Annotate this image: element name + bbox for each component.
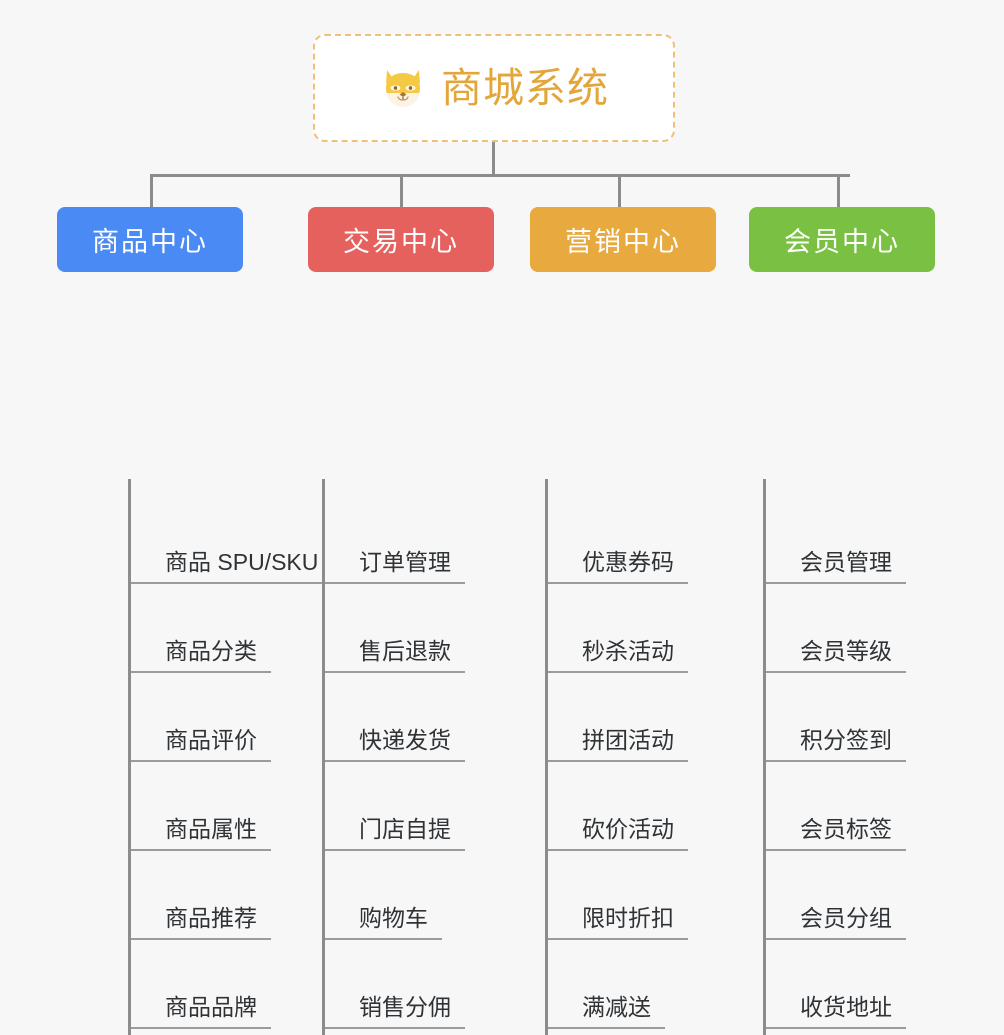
leaf-label: 砍价活动 <box>548 816 688 851</box>
leaf-label: 商品品牌 <box>131 994 271 1029</box>
leaf-label: 售后退款 <box>325 638 465 673</box>
category-header-label: 商品中心 <box>92 227 208 257</box>
branch-drop-connector-2 <box>400 174 403 207</box>
root-title: 商城系统 <box>441 64 609 111</box>
header-stem-connector <box>322 479 325 501</box>
list-item[interactable]: 商品评价 <box>131 679 332 768</box>
list-item[interactable]: 商品品牌 <box>131 946 332 1035</box>
list-item[interactable]: 会员分组 <box>766 857 906 946</box>
list-item[interactable]: 拼团活动 <box>548 679 688 768</box>
branch-member-center: 会员中心 会员管理 会员等级 积分签到 会员标签 会员分组 收货地址 <box>749 207 971 1035</box>
leaf-label: 商品 SPU/SKU <box>131 549 333 584</box>
branch-drop-connector-3 <box>618 174 621 207</box>
mindmap-diagram: 商城系统 商品中心 商品 SPU/SKU 商品分类 商品评价 商品属性 商品推荐… <box>57 34 971 1035</box>
list-item[interactable]: 优惠券码 <box>548 501 688 590</box>
branch-drop-connector-4 <box>837 174 840 207</box>
list-item[interactable]: 商品分类 <box>131 590 332 679</box>
leaf-label: 会员等级 <box>766 638 906 673</box>
header-stem-connector <box>545 479 548 501</box>
list-item[interactable]: 门店自提 <box>325 768 465 857</box>
root-node[interactable]: 商城系统 <box>313 34 675 142</box>
leaf-label: 拼团活动 <box>548 727 688 762</box>
list-item[interactable]: 购物车 <box>325 857 465 946</box>
leaf-label: 限时折扣 <box>548 905 688 940</box>
leaf-label: 快递发货 <box>325 727 465 762</box>
list-item[interactable]: 销售分佣 <box>325 946 465 1035</box>
leaf-list-member-center: 会员管理 会员等级 积分签到 会员标签 会员分组 收货地址 <box>763 501 906 1035</box>
list-item[interactable]: 限时折扣 <box>548 857 688 946</box>
category-header-label: 交易中心 <box>343 227 459 257</box>
leaf-label: 会员标签 <box>766 816 906 851</box>
leaf-list-product-center: 商品 SPU/SKU 商品分类 商品评价 商品属性 商品推荐 商品品牌 <box>128 501 333 1035</box>
list-item[interactable]: 商品属性 <box>131 768 332 857</box>
leaf-label: 门店自提 <box>325 816 465 851</box>
leaf-label: 购物车 <box>325 905 442 940</box>
list-item[interactable]: 快递发货 <box>325 679 465 768</box>
branch-trade-center: 交易中心 订单管理 售后退款 快递发货 门店自提 购物车 销售分佣 <box>308 207 533 1035</box>
leaf-list-trade-center: 订单管理 售后退款 快递发货 门店自提 购物车 销售分佣 <box>322 501 465 1035</box>
category-header-trade-center[interactable]: 交易中心 <box>308 207 494 272</box>
category-header-label: 营销中心 <box>565 227 681 257</box>
category-header-marketing-center[interactable]: 营销中心 <box>530 207 716 272</box>
list-item[interactable]: 会员管理 <box>766 501 906 590</box>
leaf-label: 优惠券码 <box>548 549 688 584</box>
category-header-label: 会员中心 <box>784 227 900 257</box>
leaf-label: 销售分佣 <box>325 994 465 1029</box>
leaf-label: 满减送 <box>548 994 665 1029</box>
header-stem-connector <box>128 479 131 501</box>
leaf-label: 商品分类 <box>131 638 271 673</box>
branch-marketing-center: 营销中心 优惠券码 秒杀活动 拼团活动 砍价活动 限时折扣 满减送 <box>530 207 752 1035</box>
list-item[interactable]: 满减送 <box>548 946 688 1035</box>
list-item[interactable]: 会员标签 <box>766 768 906 857</box>
leaf-label: 商品推荐 <box>131 905 271 940</box>
leaf-list-marketing-center: 优惠券码 秒杀活动 拼团活动 砍价活动 限时折扣 满减送 <box>545 501 688 1035</box>
leaf-label: 商品评价 <box>131 727 271 762</box>
list-item[interactable]: 积分签到 <box>766 679 906 768</box>
list-item[interactable]: 订单管理 <box>325 501 465 590</box>
leaf-label: 收货地址 <box>766 994 906 1029</box>
category-header-product-center[interactable]: 商品中心 <box>57 207 243 272</box>
category-header-member-center[interactable]: 会员中心 <box>749 207 935 272</box>
leaf-label: 会员分组 <box>766 905 906 940</box>
leaf-label: 订单管理 <box>325 549 465 584</box>
list-item[interactable]: 商品推荐 <box>131 857 332 946</box>
leaf-label: 秒杀活动 <box>548 638 688 673</box>
list-item[interactable]: 收货地址 <box>766 946 906 1035</box>
list-item[interactable]: 商品 SPU/SKU <box>131 501 333 590</box>
list-item[interactable]: 售后退款 <box>325 590 465 679</box>
list-item[interactable]: 秒杀活动 <box>548 590 688 679</box>
branch-drop-connector-1 <box>150 174 153 207</box>
shiba-dog-face-icon <box>379 64 427 112</box>
branch-product-center: 商品中心 商品 SPU/SKU 商品分类 商品评价 商品属性 商品推荐 商品品牌 <box>57 207 333 1035</box>
header-stem-connector <box>763 479 766 501</box>
leaf-label: 会员管理 <box>766 549 906 584</box>
list-item[interactable]: 砍价活动 <box>548 768 688 857</box>
leaf-label: 积分签到 <box>766 727 906 762</box>
horizontal-bus-connector <box>150 174 850 177</box>
root-stem-connector <box>492 142 495 176</box>
list-item[interactable]: 会员等级 <box>766 590 906 679</box>
leaf-label: 商品属性 <box>131 816 271 851</box>
